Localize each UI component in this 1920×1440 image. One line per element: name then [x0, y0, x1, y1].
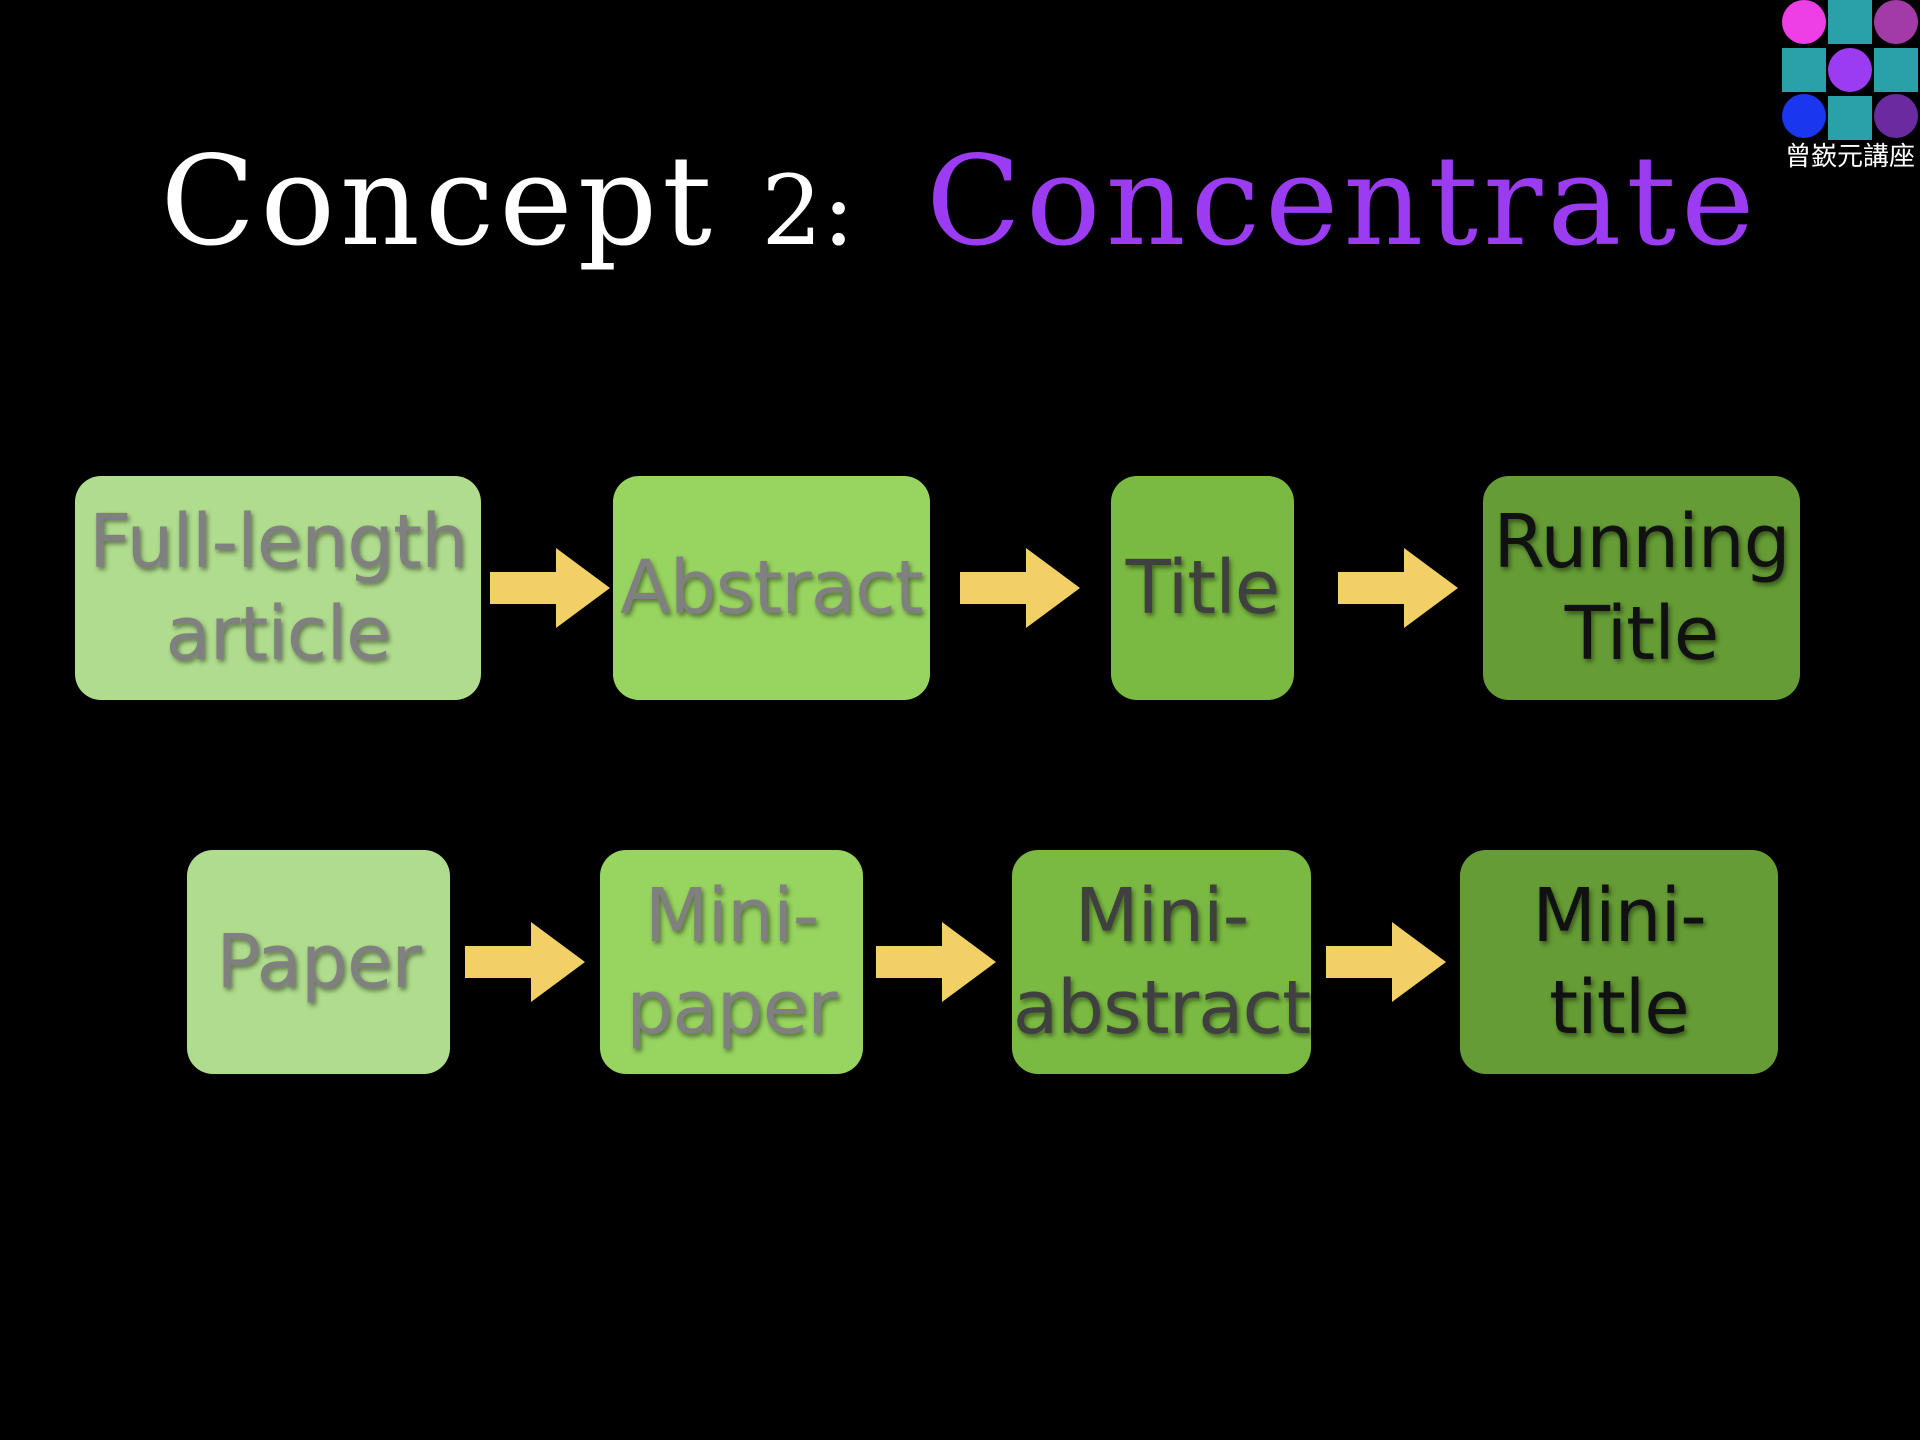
slide-title: Concept 2: Concentrate	[0, 140, 1920, 264]
right-arrow-icon	[465, 922, 585, 1002]
logo: 曾嶔元講座	[1780, 0, 1920, 180]
box-label: Running Title	[1493, 499, 1790, 677]
right-arrow-icon	[1326, 922, 1446, 1002]
dot-grid-logo-icon	[1782, 0, 1918, 140]
box-label: Mini- title	[1532, 873, 1707, 1051]
right-arrow-icon	[960, 548, 1080, 628]
box-label: Full-length article	[88, 499, 468, 677]
title-colon: :	[822, 155, 860, 267]
title-number: 2	[761, 155, 823, 267]
box-full-length-article: Full-length article	[75, 476, 481, 700]
box-label: Abstract	[620, 545, 924, 631]
box-paper: Paper	[187, 850, 450, 1074]
box-mini-paper: Mini- paper	[600, 850, 863, 1074]
box-abstract: Abstract	[613, 476, 930, 700]
right-arrow-icon	[876, 922, 996, 1002]
box-running-title: Running Title	[1483, 476, 1800, 700]
box-mini-title: Mini- title	[1460, 850, 1778, 1074]
box-label: Title	[1125, 545, 1281, 631]
right-arrow-icon	[490, 548, 610, 628]
title-prefix: Concept	[160, 130, 717, 274]
title-accent: Concentrate	[926, 130, 1760, 274]
box-title: Title	[1111, 476, 1294, 700]
box-label: Mini- abstract	[1012, 873, 1311, 1051]
box-label: Mini- paper	[626, 873, 837, 1051]
logo-label: 曾嶔元講座	[1784, 142, 1915, 172]
right-arrow-icon	[1338, 548, 1458, 628]
box-mini-abstract: Mini- abstract	[1012, 850, 1311, 1074]
box-label: Paper	[216, 919, 422, 1005]
